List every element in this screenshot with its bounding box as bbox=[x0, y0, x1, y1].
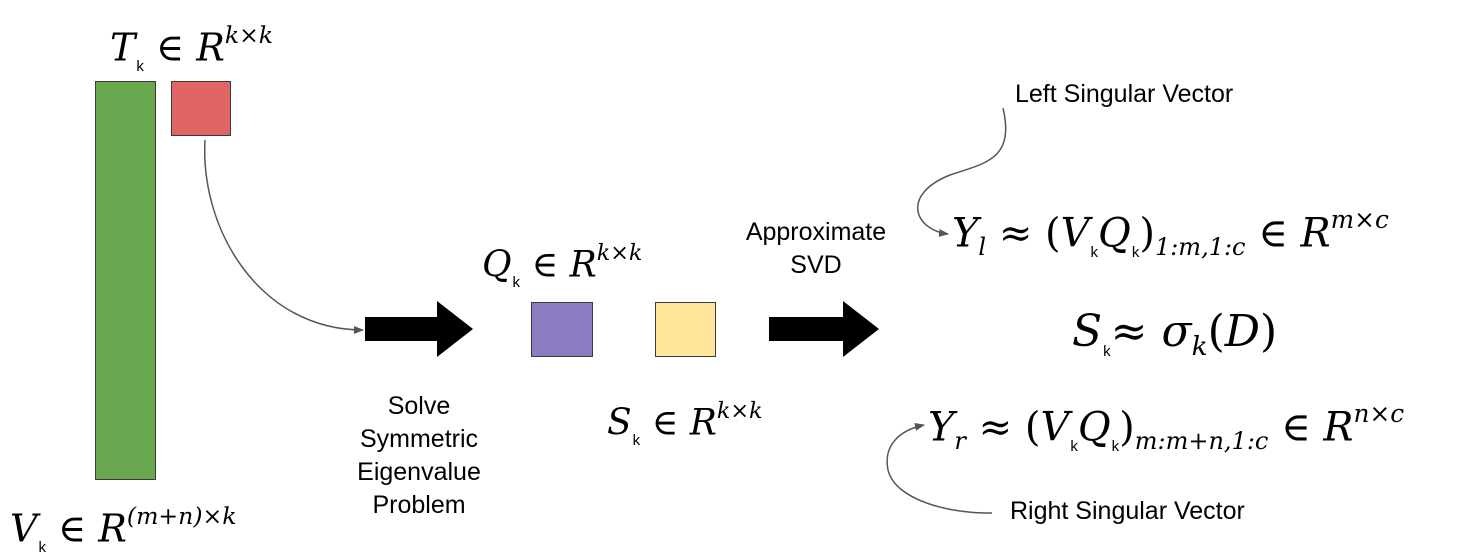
yr-element-of: ∈ bbox=[1281, 404, 1311, 451]
sk-open-paren: ( bbox=[1207, 306, 1225, 357]
solve-arrow bbox=[365, 301, 473, 357]
t-matrix-label: Tk ∈ Rk×k bbox=[110, 21, 274, 75]
v-element-of: ∈ bbox=[58, 506, 87, 551]
yr-space: R bbox=[1323, 404, 1354, 451]
approximate-svd-label: Approximate SVD bbox=[731, 216, 901, 282]
t-subscript: k bbox=[136, 57, 144, 75]
v-matrix-label: Vk ∈ R(m+n)×k bbox=[10, 502, 237, 556]
yl-close-paren: ) bbox=[1139, 210, 1155, 257]
right-vector-equation: Yr ≈ (VkQk)m:m+n,1:c ∈ Rn×c bbox=[928, 399, 1405, 455]
singular-values-equation: Sk≈ σk(D) bbox=[1072, 310, 1277, 361]
t-space: R bbox=[196, 25, 225, 70]
t-matrix-block bbox=[171, 81, 231, 136]
s-element-of: ∈ bbox=[651, 402, 679, 444]
yr-index: m:m+n,1:c bbox=[1134, 426, 1269, 455]
yr-q-subscript: k bbox=[1111, 437, 1120, 455]
s-matrix-block bbox=[655, 302, 716, 357]
t-to-solve-connector bbox=[204, 139, 364, 334]
s-symbol: S bbox=[607, 402, 632, 444]
svd-arrow bbox=[769, 301, 879, 357]
q-matrix-label: Qk ∈ Rk×k bbox=[482, 242, 642, 290]
yr-symbol: Y bbox=[928, 404, 955, 451]
v-subscript: k bbox=[38, 538, 46, 556]
yr-q: Q bbox=[1077, 404, 1111, 451]
solve-line-4: Problem bbox=[372, 491, 466, 519]
t-element-of: ∈ bbox=[155, 25, 185, 70]
q-matrix-block bbox=[531, 302, 593, 357]
approx-line-1: Approximate bbox=[745, 218, 887, 246]
s-subscript: k bbox=[632, 431, 641, 449]
yr-v-subscript: k bbox=[1070, 437, 1078, 455]
yl-open-paren: ( bbox=[1045, 210, 1061, 257]
q-subscript: k bbox=[512, 273, 521, 291]
solve-eigenvalue-label: Solve Symmetric Eigenvalue Problem bbox=[352, 390, 486, 522]
yl-element-of: ∈ bbox=[1258, 210, 1288, 257]
sk-arg: D bbox=[1224, 306, 1261, 357]
yr-approx: ≈ bbox=[978, 404, 1013, 451]
s-dimensions: k×k bbox=[716, 398, 763, 424]
sk-subscript: k bbox=[1103, 343, 1111, 360]
yl-approx: ≈ bbox=[998, 210, 1033, 257]
yl-v: V bbox=[1060, 210, 1090, 257]
yr-open-paren: ( bbox=[1024, 404, 1041, 451]
yr-dimensions: n×c bbox=[1353, 399, 1405, 428]
yl-q: Q bbox=[1098, 210, 1131, 257]
q-symbol: Q bbox=[482, 244, 512, 286]
yl-space: R bbox=[1300, 210, 1331, 257]
sk-sigma: σ bbox=[1161, 306, 1192, 357]
yl-symbol: Y bbox=[952, 210, 979, 257]
v-matrix-block bbox=[95, 81, 156, 480]
sk-symbol: S bbox=[1072, 306, 1103, 357]
right-singular-vector-label: Right Singular Vector bbox=[1010, 497, 1245, 525]
approx-line-2: SVD bbox=[790, 251, 842, 279]
sk-sigma-subscript: k bbox=[1191, 331, 1208, 363]
t-symbol: T bbox=[110, 25, 136, 70]
yl-q-subscript: k bbox=[1131, 243, 1140, 261]
yl-subscript: l bbox=[978, 232, 987, 261]
v-dimensions: (m+n)×k bbox=[126, 502, 237, 530]
q-dimensions: k×k bbox=[596, 240, 643, 266]
t-dimensions: k×k bbox=[224, 21, 274, 49]
solve-line-1: Solve bbox=[387, 392, 451, 420]
solve-line-2: Symmetric bbox=[359, 425, 479, 453]
q-space: R bbox=[569, 244, 597, 286]
v-symbol: V bbox=[10, 506, 38, 551]
left-vector-equation: Yl ≈ (VkQk)1:m,1:c ∈ Rm×c bbox=[952, 205, 1389, 261]
left-singular-vector-label: Left Singular Vector bbox=[1015, 80, 1234, 108]
yl-dimensions: m×c bbox=[1330, 205, 1389, 234]
v-space: R bbox=[98, 506, 127, 551]
yl-v-subscript: k bbox=[1090, 243, 1099, 261]
solve-line-3: Eigenvalue bbox=[357, 458, 481, 486]
yr-close-paren: ) bbox=[1119, 404, 1135, 451]
s-matrix-label: Sk ∈ Rk×k bbox=[607, 400, 763, 448]
yr-subscript: r bbox=[954, 426, 966, 455]
right-vector-connector bbox=[886, 422, 993, 514]
q-element-of: ∈ bbox=[531, 244, 559, 286]
yr-v: V bbox=[1040, 404, 1070, 451]
sk-close-paren: ) bbox=[1260, 306, 1278, 357]
s-space: R bbox=[689, 402, 717, 444]
sk-approx: ≈ bbox=[1110, 306, 1148, 357]
left-vector-connector bbox=[917, 107, 1007, 237]
yl-index: 1:m,1:c bbox=[1154, 232, 1246, 261]
